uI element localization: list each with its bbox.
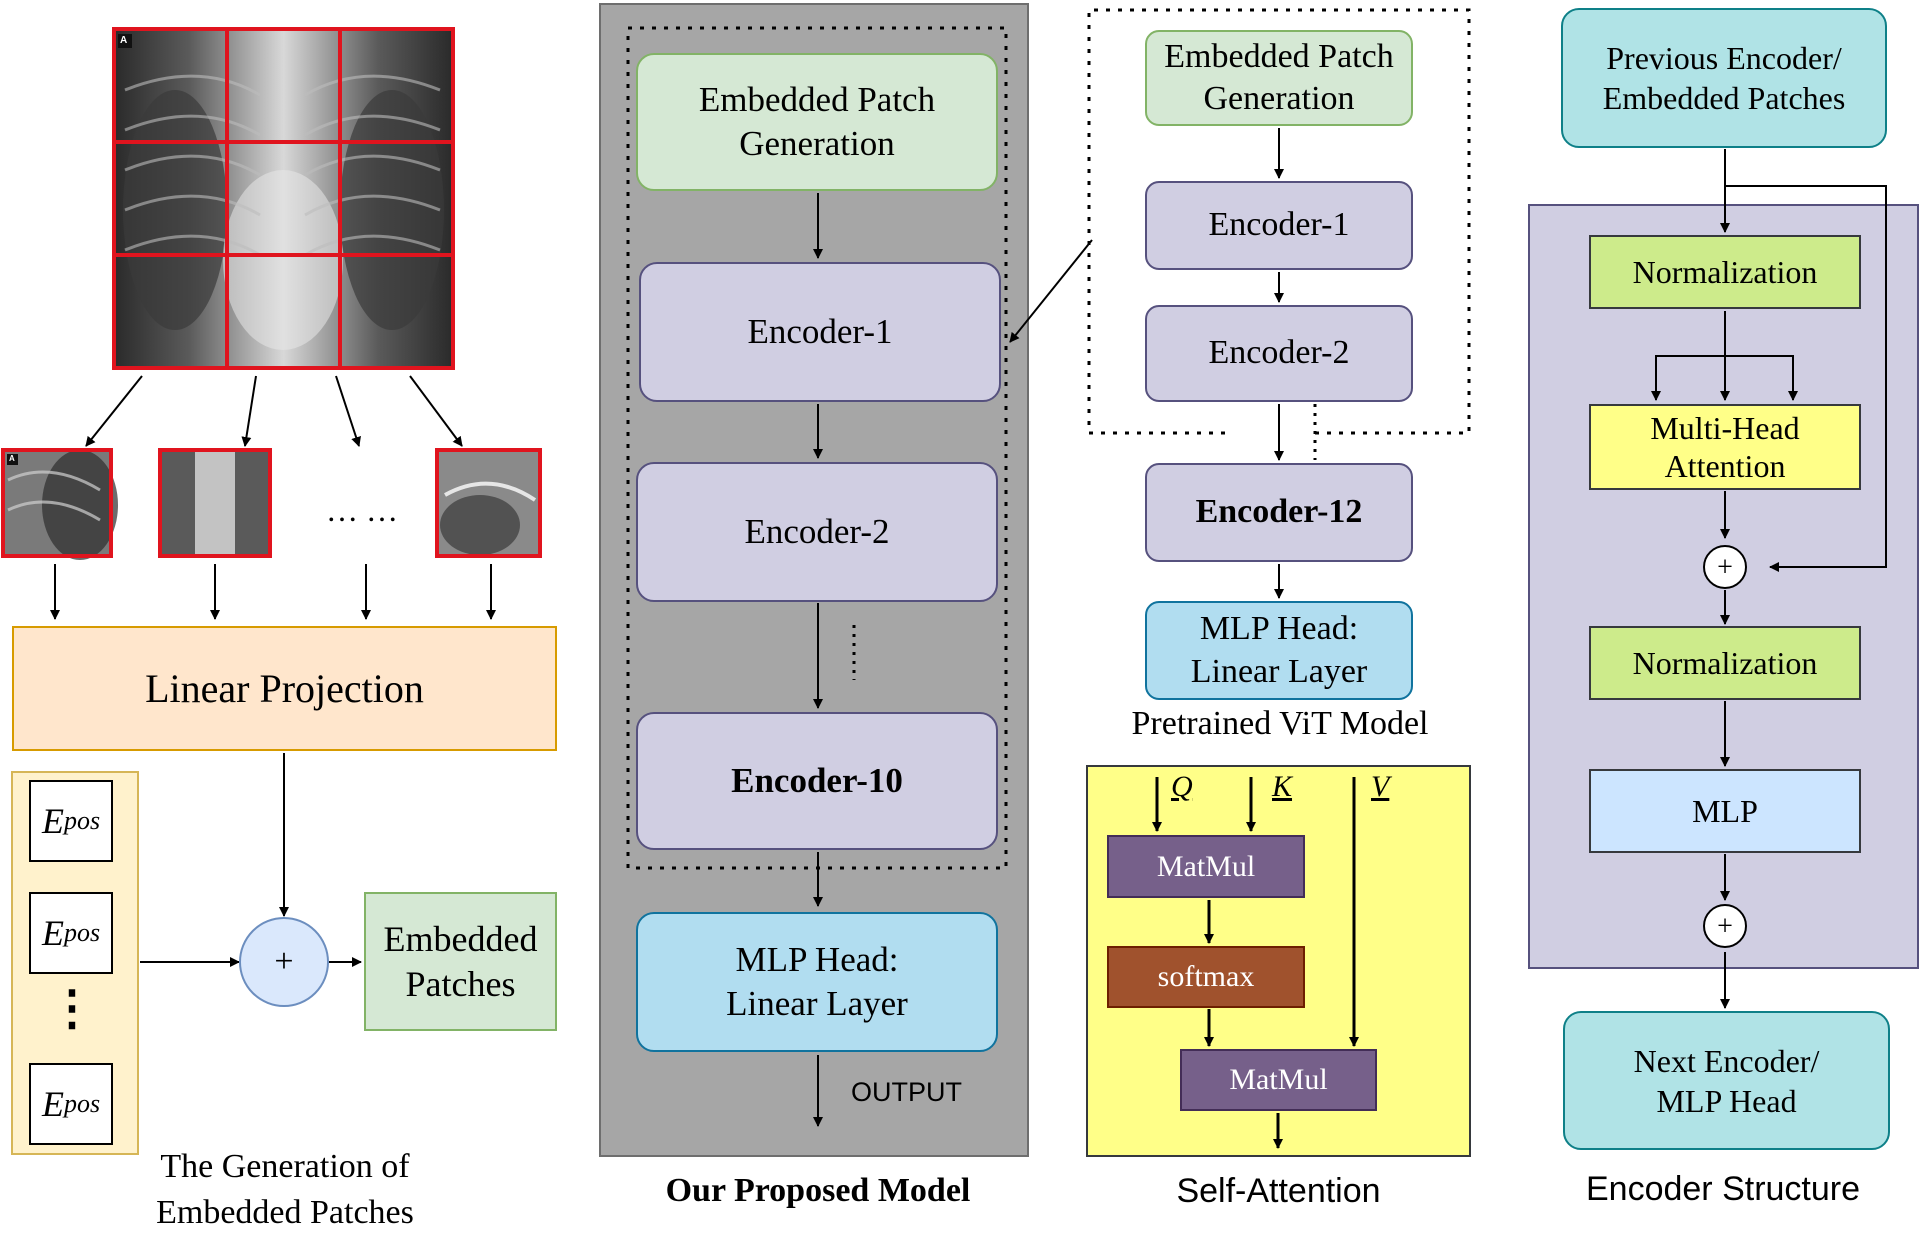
sa-matmul-2-label: MatMul: [1229, 1063, 1328, 1097]
proposed-mlp-head-line1: MLP Head:: [735, 940, 899, 980]
epos-main-2: E: [41, 912, 64, 953]
panel1-caption-line1: The Generation of: [160, 1148, 410, 1185]
patch-2: [158, 448, 272, 558]
epos-main-3: E: [41, 1083, 64, 1124]
enc-add-1-sign: +: [1717, 551, 1733, 583]
epos-sub-2: pos: [63, 917, 101, 947]
enc-mlp: MLP: [1589, 769, 1861, 853]
chest-xray-image: [112, 27, 455, 370]
patch-1: [1, 448, 118, 560]
vit-embedded-patch-line2: Generation: [1203, 80, 1355, 117]
enc-previous-line2: Embedded Patches: [1602, 80, 1846, 116]
embedded-patches-box: Embedded Patches: [364, 892, 557, 1031]
enc-add-2-sign: +: [1717, 910, 1733, 942]
vit-encoder-2: Encoder-2: [1145, 305, 1413, 402]
enc-normalization-1: Normalization: [1589, 235, 1861, 309]
patch-ellipsis: … …: [326, 492, 398, 528]
sa-matmul-1-label: MatMul: [1156, 849, 1256, 883]
patch-4: [435, 448, 542, 558]
panel1-caption-line2: Embedded Patches: [156, 1193, 414, 1231]
enc-next-box: Next Encoder/ MLP Head: [1563, 1011, 1890, 1150]
encoder-structure-caption: Encoder Structure: [1585, 1170, 1861, 1208]
proposed-encoder-2: Encoder-2: [636, 462, 998, 602]
encoder-add-circle-1: [1703, 545, 1747, 589]
vit-encoder-12: Encoder-12: [1145, 463, 1413, 562]
vit-encoder-1: Encoder-1: [1145, 181, 1413, 270]
proposed-embedded-patch-line1: Embedded Patch: [698, 80, 936, 120]
vit-encoder-2-label: Encoder-2: [1208, 334, 1350, 372]
enc-next-line2: MLP Head: [1656, 1082, 1797, 1119]
proposed-encoder-1: Encoder-1: [639, 262, 1001, 402]
enc-previous-box: Previous Encoder/ Embedded Patches: [1561, 8, 1887, 148]
vit-caption: Pretrained ViT Model: [1131, 705, 1429, 742]
vit-embedded-patch-box: Embedded Patch Generation: [1145, 30, 1413, 126]
enc-normalization-2: Normalization: [1589, 626, 1861, 700]
proposed-embedded-patch-box: Embedded Patch Generation: [636, 53, 998, 191]
enc-mha-line1: Multi-Head: [1650, 409, 1800, 446]
proposed-embedded-patch-line2: Generation: [739, 124, 895, 163]
encoder-add-circle-2: [1703, 904, 1747, 948]
panel1-caption: The Generation of Embedded Patches: [100, 1144, 470, 1236]
enc-normalization-1-label: Normalization: [1632, 254, 1818, 290]
enc-next-line1: Next Encoder/: [1633, 1042, 1820, 1079]
proposed-encoder-2-label: Encoder-2: [744, 512, 890, 552]
sa-softmax: softmax: [1107, 946, 1305, 1008]
vit-encoder-12-label: Encoder-12: [1195, 493, 1363, 531]
vit-mlp-head: MLP Head: Linear Layer: [1145, 601, 1413, 700]
proposed-mlp-head: MLP Head: Linear Layer: [636, 912, 998, 1052]
sa-matmul-2: MatMul: [1180, 1049, 1377, 1111]
proposed-encoder-10: Encoder-10: [636, 712, 998, 850]
proposed-encoder-10-label: Encoder-10: [731, 761, 903, 801]
epos-sub-1: pos: [63, 805, 101, 835]
enc-mlp-label: MLP: [1692, 793, 1758, 829]
enc-previous-line1: Previous Encoder/: [1606, 40, 1842, 76]
proposed-output-label: OUTPUT: [851, 1077, 962, 1107]
self-attention-caption: Self-Attention: [1176, 1172, 1381, 1210]
proposed-model-caption: Our Proposed Model: [665, 1172, 971, 1209]
vit-embedded-patch-line1: Embedded Patch: [1164, 37, 1394, 75]
panel1-plus-circle: [239, 917, 329, 1007]
embedded-patches-line1: Embedded: [383, 918, 538, 959]
vit-mlp-head-line2: Linear Layer: [1190, 652, 1368, 690]
proposed-mlp-head-line2: Linear Layer: [726, 984, 908, 1023]
enc-normalization-2-label: Normalization: [1632, 645, 1818, 681]
epos-main-1: E: [41, 800, 64, 841]
sa-matmul-1: MatMul: [1107, 835, 1305, 898]
sa-k-label: K: [1272, 770, 1293, 803]
vit-mlp-head-line1: MLP Head:: [1199, 610, 1359, 647]
xray-corner-label: A: [120, 35, 128, 46]
enc-mha-line2: Attention: [1664, 448, 1786, 484]
enc-multi-head-attention: Multi-Head Attention: [1589, 404, 1861, 490]
linear-projection-box: Linear Projection: [12, 626, 557, 751]
linear-projection-label: Linear Projection: [145, 665, 424, 711]
patch-corner-label: A: [9, 454, 15, 463]
epos-vertical-dots: ⋮: [48, 982, 96, 1035]
epos-sub-3: pos: [63, 1088, 101, 1118]
sa-softmax-label: softmax: [1157, 960, 1255, 994]
panel1-plus-sign: +: [274, 942, 294, 980]
proposed-encoder-1-label: Encoder-1: [747, 312, 893, 352]
vit-encoder-1-label: Encoder-1: [1208, 206, 1350, 244]
sa-q-label: Q: [1171, 770, 1193, 803]
embedded-patches-line2: Patches: [405, 963, 516, 1004]
sa-v-label: V: [1371, 770, 1390, 803]
patch-thumbnails: [1, 448, 542, 560]
